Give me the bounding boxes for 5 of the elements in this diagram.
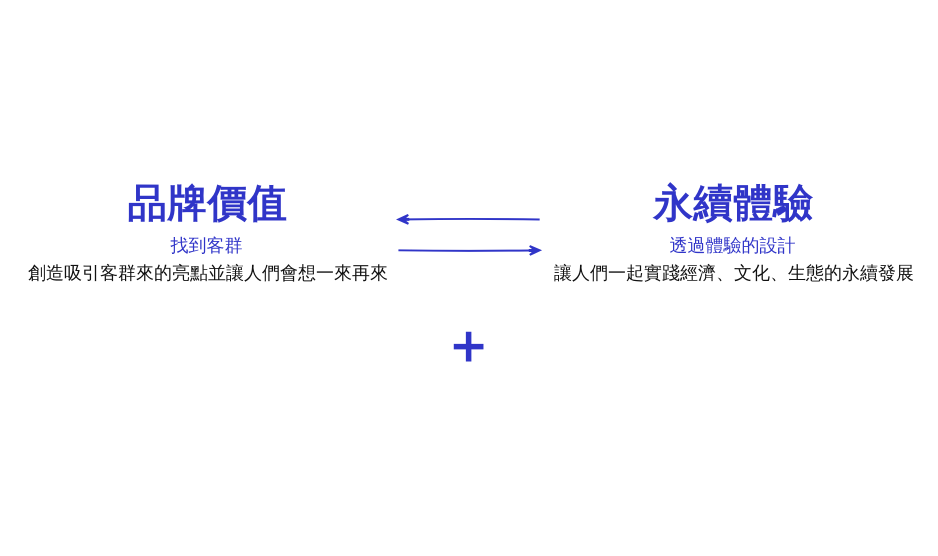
- arrow: [397, 213, 540, 224]
- node-text: 永續體驗 透過體驗的設計 讓人們一起實踐經濟、文化、生態的永續發展: [554, 180, 914, 284]
- arrow: [398, 244, 541, 256]
- node-text: 品牌價值 找到客群 創造吸引客群來的亮點並讓人們會想一來再來: [28, 180, 388, 284]
- label: +: [448, 318, 488, 374]
